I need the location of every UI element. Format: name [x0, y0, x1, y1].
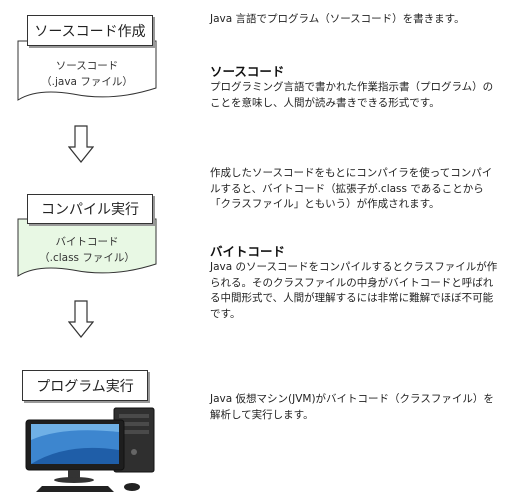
- doc-extension: （.java ファイル）: [41, 76, 133, 88]
- doc-extension: （.class ファイル）: [39, 252, 135, 264]
- bytecode-heading: バイトコード: [210, 244, 286, 259]
- source-description: プログラミング言語で書かれた作業指示書（プログラム）のことを意味し、人間が読み書…: [210, 81, 494, 109]
- document-icon: [17, 40, 157, 101]
- bytecode-description: Java のソースコードをコンパイルするとクラスファイルが作られる。そのクラスフ…: [210, 261, 498, 320]
- step-label: プログラム実行: [36, 378, 134, 395]
- class-file-document: バイトコード （.class ファイル）: [17, 218, 157, 280]
- document-icon: [17, 218, 157, 277]
- down-arrow-icon: [68, 300, 94, 338]
- step-compile: コンパイル実行: [27, 194, 153, 224]
- intro-text: Java 言語でプログラム（ソースコード）を書きます。: [210, 13, 465, 25]
- down-arrow-icon: [68, 125, 94, 163]
- run-description: Java 仮想マシン(JVM)がバイトコード（クラスファイル）を解析して実行しま…: [210, 393, 494, 421]
- desktop-computer-icon: [25, 407, 155, 492]
- doc-name: バイトコード: [55, 236, 119, 248]
- step-label: ソースコード作成: [34, 23, 146, 40]
- source-file-document: ソースコード （.java ファイル）: [17, 40, 157, 104]
- source-heading: ソースコード: [210, 64, 285, 79]
- doc-name: ソースコード: [55, 60, 119, 72]
- step-source-create: ソースコード作成: [27, 15, 153, 46]
- step-label: コンパイル実行: [41, 202, 139, 218]
- compile-description: 作成したソースコードをもとにコンパイラを使ってコンパイルすると、バイトコード（拡…: [210, 167, 493, 210]
- step-run: プログラム実行: [22, 370, 148, 401]
